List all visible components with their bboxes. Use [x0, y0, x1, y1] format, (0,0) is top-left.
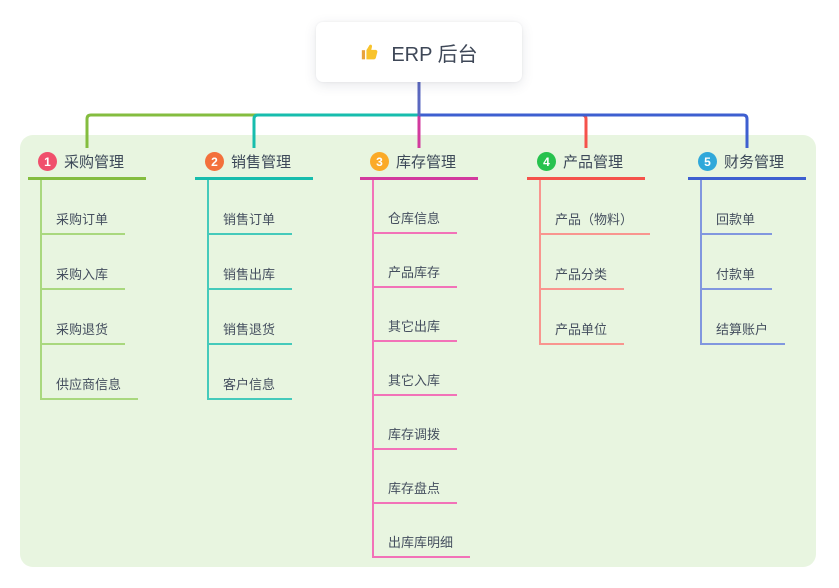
branch-number-badge: 1 — [38, 152, 57, 171]
child-node[interactable]: 客户信息 — [209, 374, 293, 400]
branch-children: 回款单 付款单 结算账户 — [700, 180, 806, 345]
child-node-row: 库存盘点 — [374, 450, 478, 504]
branch-group-background — [20, 135, 816, 567]
child-node[interactable]: 销售退货 — [209, 319, 293, 345]
child-node-row: 仓库信息 — [374, 180, 478, 234]
branch-header-sales[interactable]: 2 销售管理 — [195, 146, 313, 180]
child-node-row: 销售出库 — [209, 235, 313, 290]
branch-children: 仓库信息 产品库存 其它出库 其它入库 库存调拨 库存盘点 出库库明细 — [372, 180, 478, 558]
child-node[interactable]: 产品单位 — [541, 319, 625, 345]
child-node-row: 产品库存 — [374, 234, 478, 288]
child-node[interactable]: 销售出库 — [209, 264, 293, 290]
branch-label: 采购管理 — [64, 154, 125, 171]
branch-inventory: 3 库存管理 仓库信息 产品库存 其它出库 其它入库 库存调拨 库存盘点 出库库… — [360, 146, 478, 558]
branch-number-badge: 4 — [537, 152, 556, 171]
child-node[interactable]: 采购退货 — [42, 319, 126, 345]
branch-header-product[interactable]: 4 产品管理 — [527, 146, 645, 180]
branch-number-badge: 5 — [698, 152, 717, 171]
child-node[interactable]: 产品库存 — [374, 262, 458, 288]
root-node[interactable]: ERP 后台 — [316, 22, 522, 82]
thumbs-up-icon — [360, 41, 382, 63]
branch-number-badge: 2 — [205, 152, 224, 171]
child-node[interactable]: 供应商信息 — [42, 374, 139, 400]
child-node-row: 供应商信息 — [42, 345, 146, 400]
branch-children: 销售订单 销售出库 销售退货 客户信息 — [207, 180, 313, 400]
child-node-row: 其它入库 — [374, 342, 478, 396]
child-node[interactable]: 付款单 — [702, 264, 773, 290]
child-node-row: 结算账户 — [702, 290, 806, 345]
branch-children: 采购订单 采购入库 采购退货 供应商信息 — [40, 180, 146, 400]
branch-children: 产品（物料） 产品分类 产品单位 — [539, 180, 651, 345]
child-node-row: 销售订单 — [209, 180, 313, 235]
branch-number-badge: 3 — [370, 152, 389, 171]
child-node[interactable]: 库存盘点 — [374, 478, 458, 504]
child-node-row: 采购入库 — [42, 235, 146, 290]
child-node[interactable]: 库存调拨 — [374, 424, 458, 450]
child-node[interactable]: 其它出库 — [374, 316, 458, 342]
child-node-row: 销售退货 — [209, 290, 313, 345]
child-node[interactable]: 产品分类 — [541, 264, 625, 290]
child-node[interactable]: 采购订单 — [42, 209, 126, 235]
child-node[interactable]: 采购入库 — [42, 264, 126, 290]
child-node-row: 客户信息 — [209, 345, 313, 400]
child-node-row: 产品分类 — [541, 235, 645, 290]
child-node[interactable]: 回款单 — [702, 209, 773, 235]
branch-purchase: 1 采购管理 采购订单 采购入库 采购退货 供应商信息 — [28, 146, 146, 400]
branch-header-inventory[interactable]: 3 库存管理 — [360, 146, 478, 180]
child-node-row: 采购订单 — [42, 180, 146, 235]
branch-header-finance[interactable]: 5 财务管理 — [688, 146, 806, 180]
branch-label: 销售管理 — [231, 154, 292, 171]
child-node[interactable]: 出库库明细 — [374, 532, 471, 558]
branch-sales: 2 销售管理 销售订单 销售出库 销售退货 客户信息 — [195, 146, 313, 400]
child-node-row: 回款单 — [702, 180, 806, 235]
child-node[interactable]: 产品（物料） — [541, 209, 651, 235]
child-node-row: 采购退货 — [42, 290, 146, 345]
branch-label: 产品管理 — [563, 154, 624, 171]
branch-finance: 5 财务管理 回款单 付款单 结算账户 — [688, 146, 806, 345]
child-node[interactable]: 仓库信息 — [374, 208, 458, 234]
child-node-row: 产品（物料） — [541, 180, 651, 235]
root-label: ERP 后台 — [391, 43, 478, 66]
child-node[interactable]: 销售订单 — [209, 209, 293, 235]
branch-label: 库存管理 — [396, 154, 457, 171]
child-node[interactable]: 其它入库 — [374, 370, 458, 396]
child-node[interactable]: 结算账户 — [702, 319, 786, 345]
child-node-row: 出库库明细 — [374, 504, 478, 558]
branch-product: 4 产品管理 产品（物料） 产品分类 产品单位 — [527, 146, 651, 345]
branch-header-purchase[interactable]: 1 采购管理 — [28, 146, 146, 180]
child-node-row: 库存调拨 — [374, 396, 478, 450]
child-node-row: 产品单位 — [541, 290, 645, 345]
child-node-row: 其它出库 — [374, 288, 478, 342]
branch-label: 财务管理 — [724, 154, 785, 171]
child-node-row: 付款单 — [702, 235, 806, 290]
